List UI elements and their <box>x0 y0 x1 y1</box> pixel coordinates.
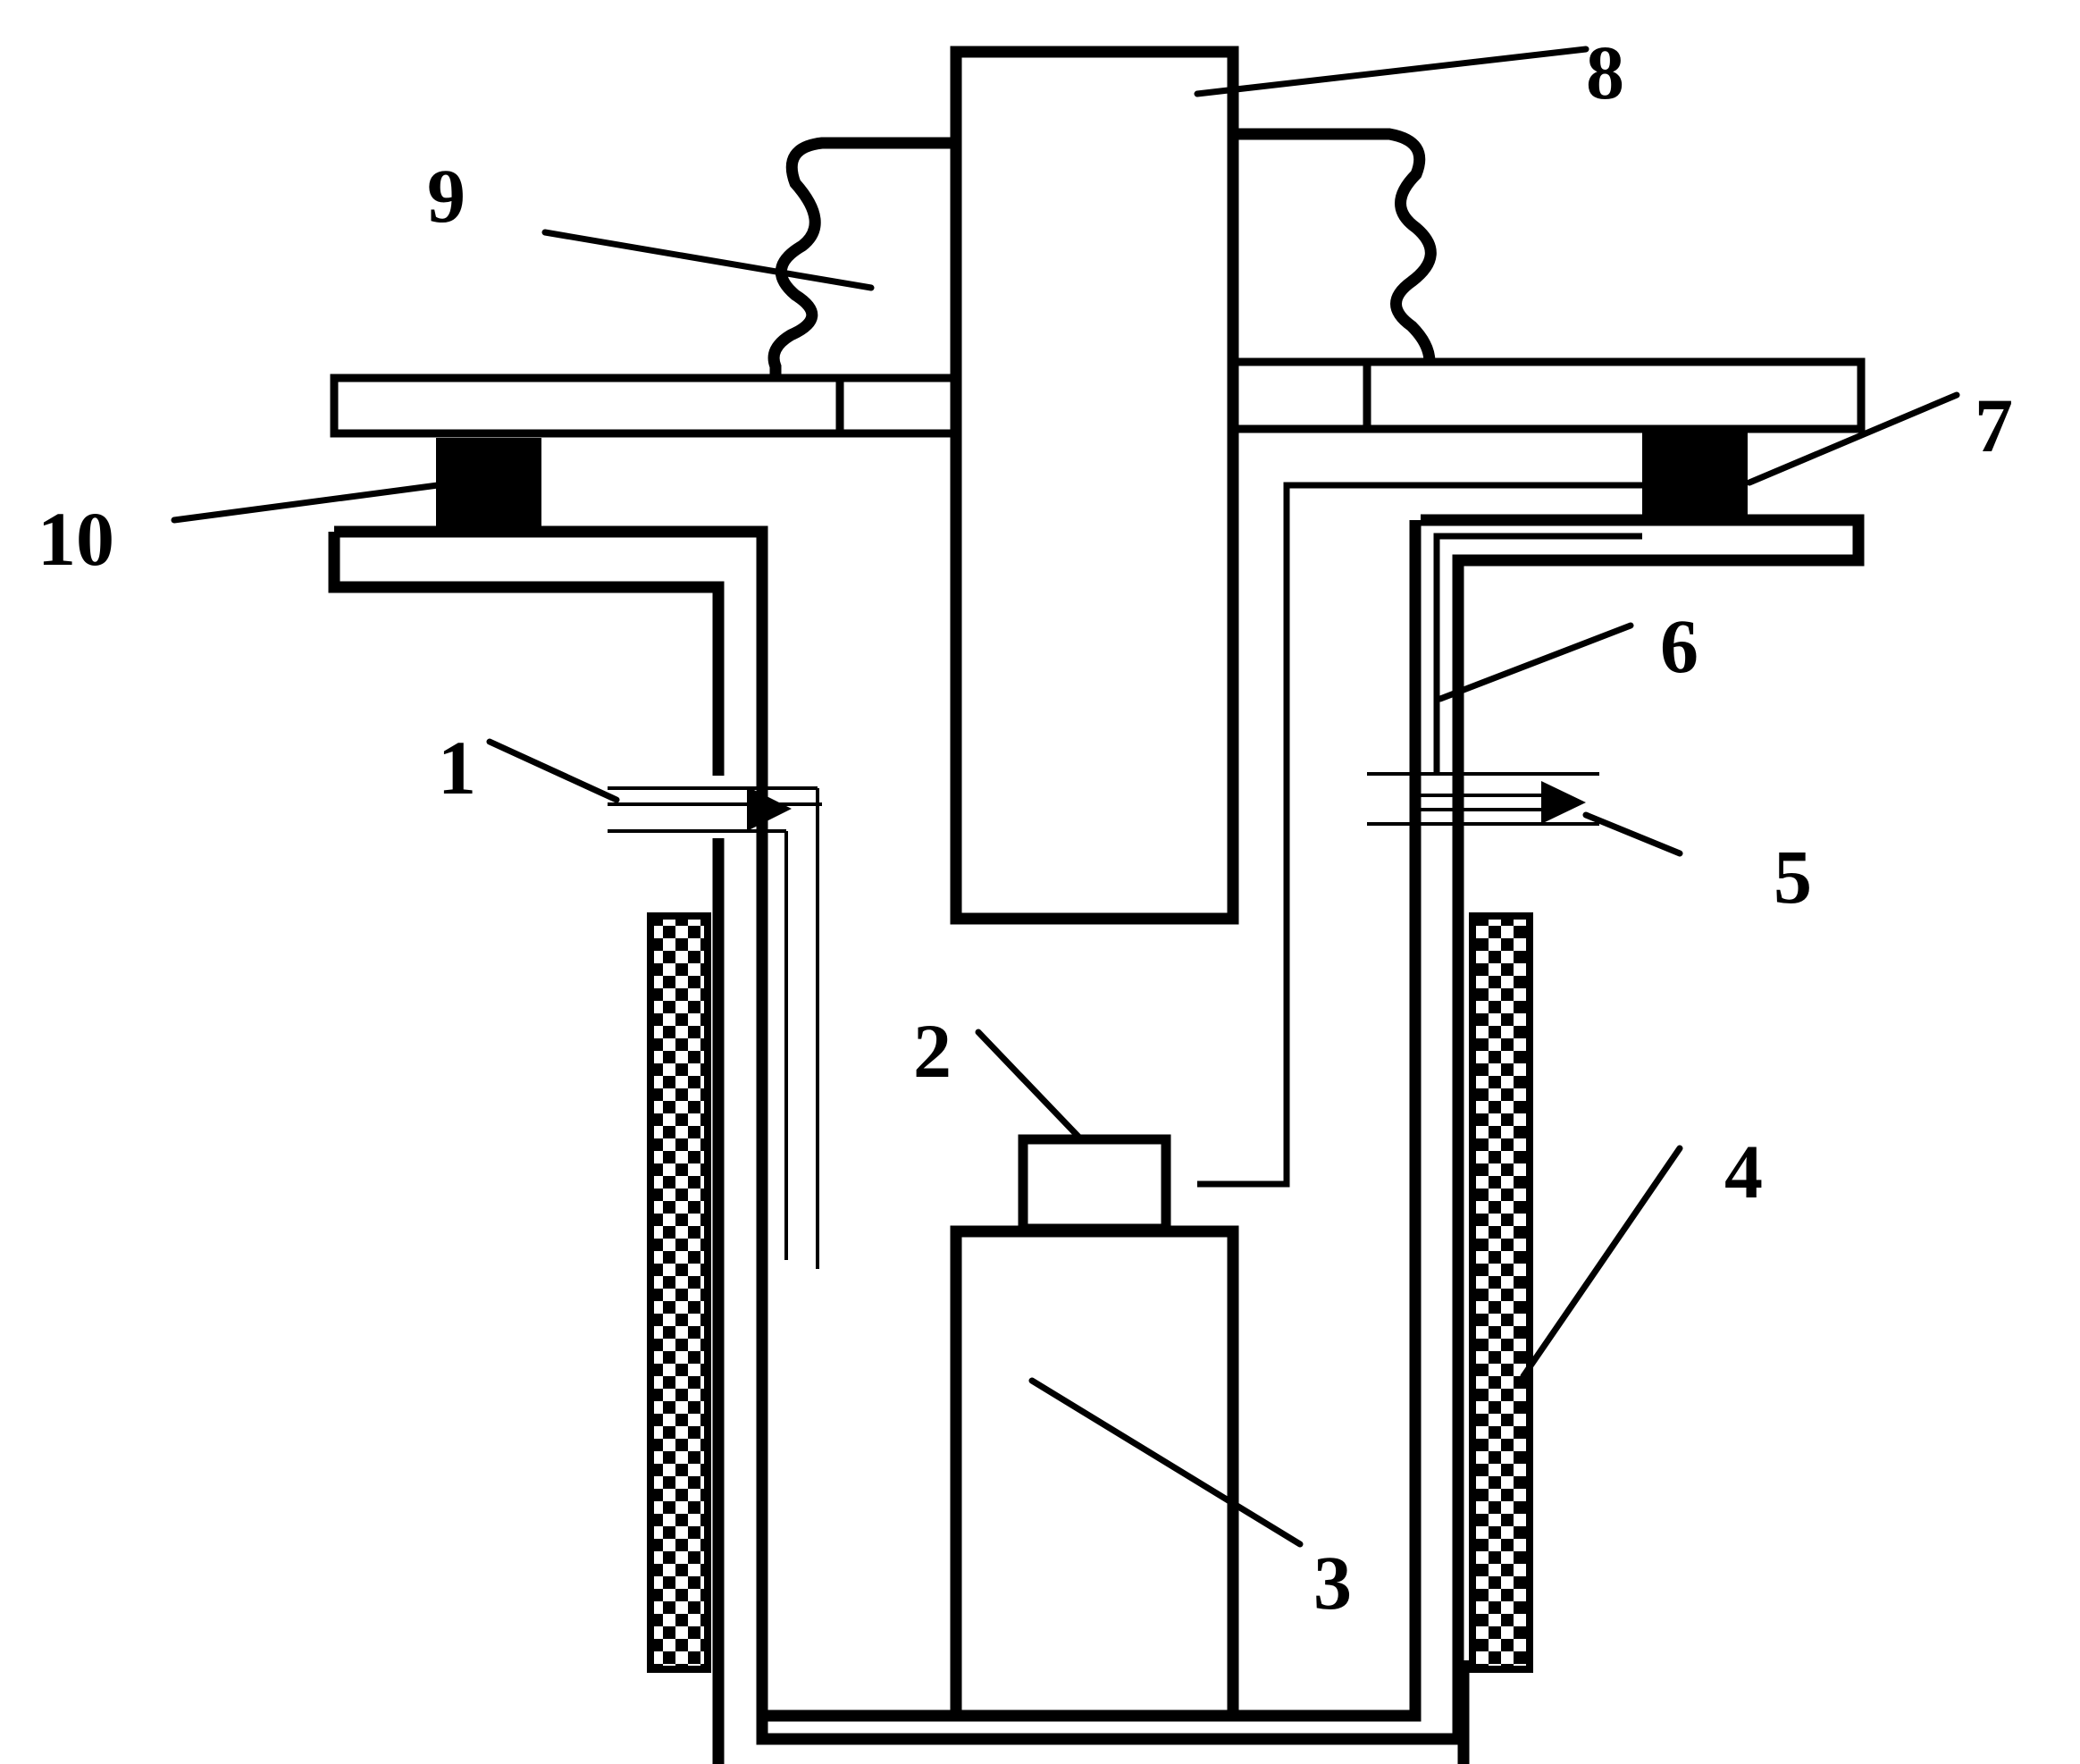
top-plate-right <box>1229 357 1866 433</box>
heater-coil-right <box>1469 912 1533 1673</box>
sample-cap <box>1018 1134 1171 1234</box>
top-plate-left <box>330 374 964 438</box>
bellows-right <box>1233 128 1437 363</box>
callout-8: 8 <box>1586 29 1624 115</box>
inlet-arrow-icon <box>747 786 792 831</box>
callout-3: 3 <box>1313 1540 1352 1625</box>
gas-outlet <box>1367 772 1599 826</box>
leader-5 <box>1582 811 1683 857</box>
leader-2 <box>975 1029 1085 1143</box>
outer-jacket-flange-left <box>328 532 725 776</box>
callout-1: 1 <box>438 725 476 811</box>
bellows-left <box>767 137 956 378</box>
seal-left <box>436 438 541 531</box>
probe-rod <box>950 46 1239 925</box>
leader-7 <box>1746 391 1960 486</box>
heater-coil-left <box>647 912 711 1673</box>
seal-right <box>1642 431 1748 516</box>
leader-3 <box>1028 1377 1304 1548</box>
outlet-arrow-icon <box>1541 781 1586 824</box>
leader-8 <box>1194 46 1589 97</box>
callout-9: 9 <box>427 153 465 239</box>
leader-6 <box>1437 622 1634 702</box>
crucible <box>950 1225 1239 1722</box>
leader-1 <box>486 738 620 803</box>
callout-6: 6 <box>1660 603 1698 689</box>
callout-7: 7 <box>1975 382 2013 468</box>
wire-inner-right <box>1433 533 1642 776</box>
outer-jacket-bottom <box>1457 1660 1470 1764</box>
callout-4: 4 <box>1724 1129 1763 1214</box>
leader-9 <box>541 229 875 291</box>
callout-2: 2 <box>913 1008 952 1094</box>
callout-5: 5 <box>1774 834 1812 920</box>
thermocouple-wire <box>1197 482 1642 1188</box>
leader-10 <box>171 482 441 524</box>
leader-4 <box>1520 1145 1683 1380</box>
callout-labels: 1 2 3 4 5 6 7 8 9 10 <box>38 29 2013 1625</box>
outer-jacket <box>334 514 1865 1745</box>
callout-10: 10 <box>38 496 114 582</box>
leader-lines <box>171 46 1960 1548</box>
gas-inlet <box>608 786 822 1269</box>
heater-coils <box>647 912 1533 1673</box>
top-plate <box>330 357 1866 438</box>
